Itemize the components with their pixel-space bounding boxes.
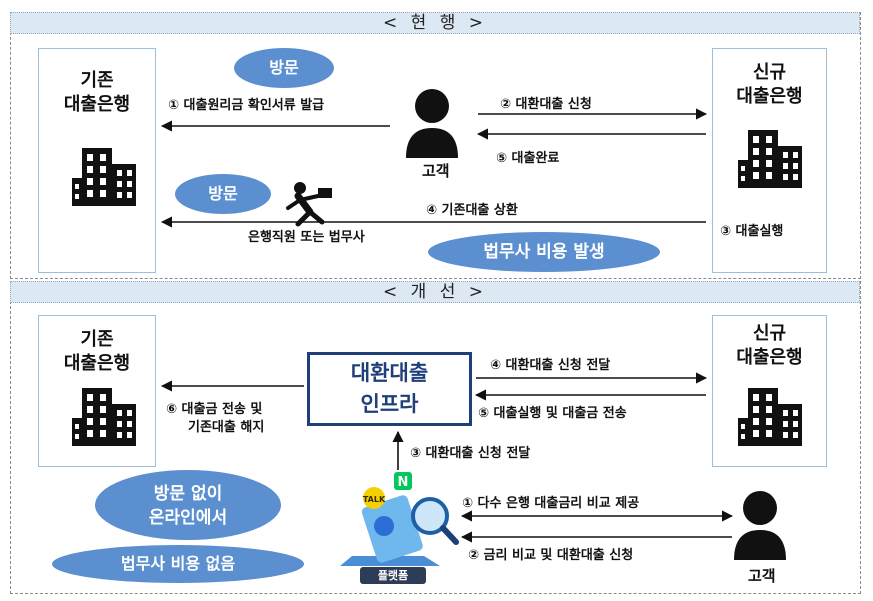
naver-app-text: N [398, 475, 409, 490]
top-customer-label: 고객 [422, 162, 450, 180]
talk-app-text: TALK [363, 495, 386, 504]
bottom-step2-label: ② 금리 비교 및 대환대출 신청 [468, 548, 634, 563]
bottom-new-bank-name-line2: 대출은행 [736, 347, 803, 368]
top-new-bank-name-line1: 신규 [752, 62, 787, 83]
top-existing-bank-name-line2: 대출은행 [63, 94, 131, 115]
top-step1-label: ① 대출원리금 확인서류 발급 [168, 98, 325, 113]
naver-app-icon [394, 472, 412, 490]
top-existing-bank-box: 기존 대출은행 [38, 48, 156, 273]
platform-label: 플랫폼 [360, 567, 426, 584]
online-line2: 온라인에서 [148, 508, 228, 528]
online-line1: 방문 없이 [153, 484, 223, 504]
bottom-existing-bank-building-icon [72, 388, 136, 446]
top-new-bank-name-line2: 대출은행 [736, 86, 803, 107]
bottom-step1-label: ① 다수 은행 대출금리 비교 제공 [462, 496, 640, 511]
bottom-existing-bank-name-line1: 기존 [80, 329, 114, 350]
bottom-new-bank-building-icon [738, 388, 802, 446]
magnifier-icon [411, 497, 449, 535]
bottom-existing-bank-name-line2: 대출은행 [63, 353, 131, 374]
bottom-step3-label: ③ 대환대출 신청 전달 [410, 446, 531, 461]
infra-line1: 대환대출 [350, 361, 429, 385]
chat-app-icon [374, 516, 394, 536]
bottom-customer-label: 고객 [748, 567, 776, 585]
top-new-bank-building-icon [738, 130, 802, 188]
bottom-step6-label-line2: 기존대출 해지 [188, 420, 265, 435]
top-step4-label: ④ 기존대출 상환 [426, 203, 518, 218]
top-step5-label: ⑤ 대출완료 [496, 151, 560, 166]
talk-app-icon [363, 487, 385, 509]
top-visit-oval-customer: 방문 [234, 48, 334, 88]
online-oval: 방문 없이 온라인에서 [95, 470, 281, 540]
improved-header: < 개 선 > [10, 281, 860, 303]
top-customer-person-icon [406, 89, 458, 158]
top-step2-label: ② 대환대출 신청 [500, 97, 592, 112]
top-existing-bank-building-icon [72, 148, 136, 206]
top-visit-oval-staff: 방문 [175, 174, 271, 214]
platform-illustration: TALK N [340, 472, 459, 566]
bottom-step4-label: ④ 대환대출 신청 전달 [490, 358, 611, 373]
running-staff-icon [286, 182, 332, 227]
top-fee-oval: 법무사 비용 발생 [428, 232, 660, 272]
top-step3-label: ③ 대출실행 [720, 224, 784, 239]
refinance-infra-box: 대환대출 인프라 [307, 352, 472, 426]
bottom-customer-person-icon [734, 491, 786, 560]
bottom-step6-label-line1: ⑥ 대출금 전송 및 [166, 402, 263, 417]
bottom-step5-label: ⑤ 대출실행 및 대출금 전송 [478, 406, 627, 421]
bottom-new-bank-name-line1: 신규 [752, 323, 787, 344]
top-staff-label: 은행직원 또는 법무사 [248, 230, 365, 245]
current-header: < 현 행 > [10, 12, 860, 34]
top-existing-bank-name-line1: 기존 [80, 70, 114, 91]
bottom-new-bank-box: 신규 대출은행 [712, 315, 827, 467]
no-fee-oval: 법무사 비용 없음 [52, 545, 304, 583]
infra-line2: 인프라 [360, 392, 419, 416]
